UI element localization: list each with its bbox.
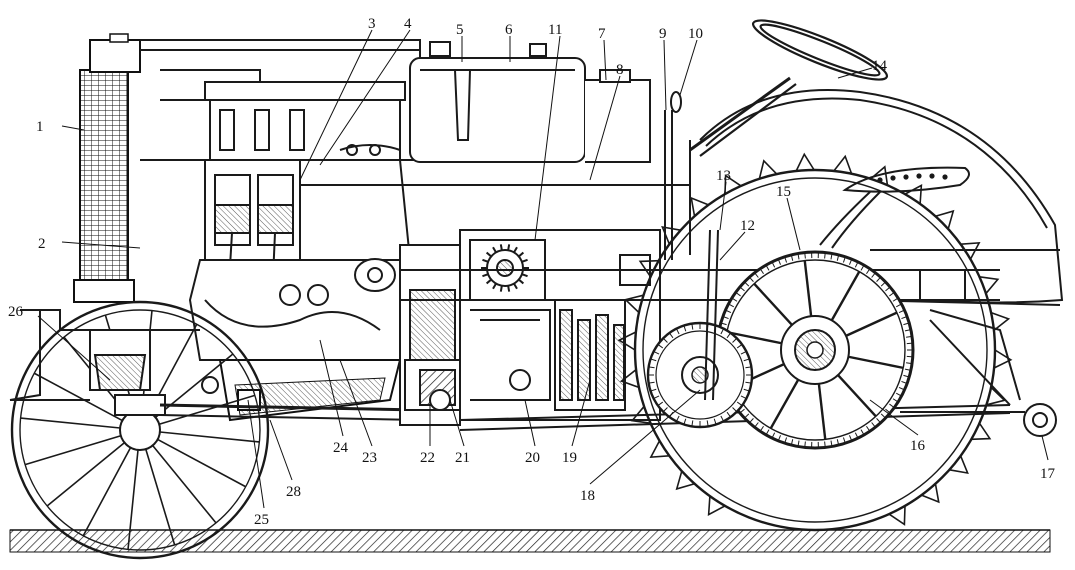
callout-12: 12 [740, 218, 755, 234]
callout-13: 13 [716, 168, 731, 184]
callout-26: 26 [8, 304, 24, 320]
callout-22: 22 [420, 450, 435, 466]
final-drive-gear [646, 321, 754, 429]
callout-20: 20 [525, 450, 540, 466]
hood-and-tanks [140, 39, 651, 163]
callout-28: 28 [286, 484, 301, 500]
callout-19: 19 [562, 450, 577, 466]
callout-3: 3 [368, 16, 376, 32]
fuel-tank [409, 57, 586, 163]
callout-15: 15 [776, 184, 791, 200]
callout-2: 2 [38, 236, 46, 252]
steering-wheel [689, 19, 889, 157]
radiator [73, 33, 141, 303]
callout-11: 11 [548, 22, 562, 38]
front-axle [9, 309, 421, 421]
callout-9: 9 [659, 26, 667, 42]
callout-10: 10 [688, 26, 703, 42]
callout-8: 8 [616, 62, 624, 78]
drawbar [900, 269, 1057, 437]
callout-23: 23 [362, 450, 377, 466]
ground-strip [9, 529, 1051, 553]
callout-4: 4 [404, 16, 412, 32]
control-levers [664, 91, 719, 401]
callout-17: 17 [1040, 466, 1056, 482]
callout-16: 16 [910, 438, 926, 454]
callout-18: 18 [580, 488, 595, 504]
auxiliary-tank [585, 79, 651, 163]
callout-5: 5 [456, 22, 464, 38]
callout-6: 6 [505, 22, 513, 38]
callout-21: 21 [455, 450, 470, 466]
callout-7: 7 [598, 26, 606, 42]
callout-labels: 1 2 3 4 5 6 7 8 9 10 11 12 13 14 15 16 1… [8, 16, 1056, 528]
oil-pan [218, 359, 402, 422]
callout-25: 25 [254, 512, 269, 528]
engine-block [188, 81, 422, 361]
callout-14: 14 [872, 58, 888, 74]
leader-lines [37, 29, 1049, 509]
callout-24: 24 [333, 440, 349, 456]
callout-1: 1 [36, 119, 44, 135]
clutch-housing [399, 244, 461, 426]
seat [819, 166, 970, 249]
